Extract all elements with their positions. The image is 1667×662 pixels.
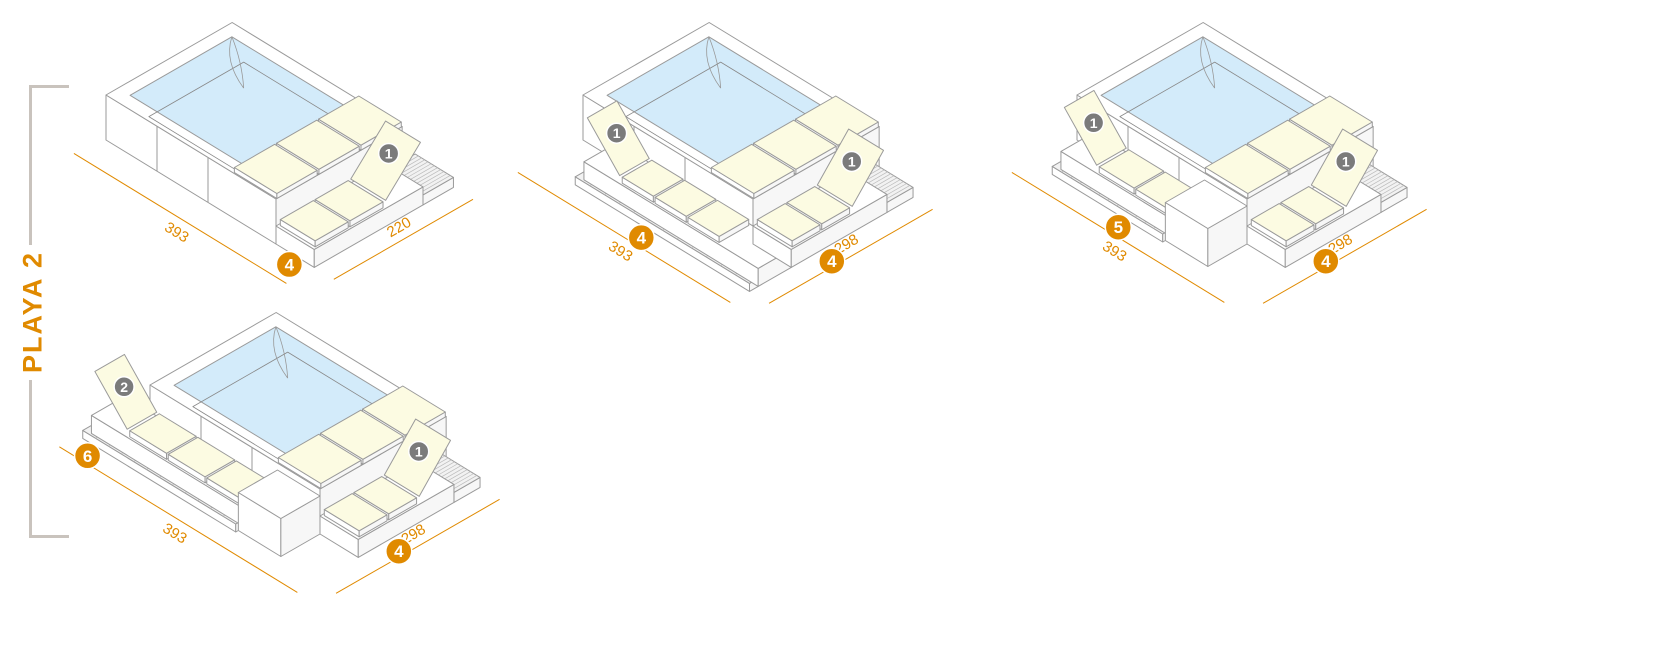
badge-value: 4 xyxy=(394,542,404,561)
cushion-top xyxy=(279,200,349,242)
dimension-short-line xyxy=(1262,208,1427,304)
cushion-top xyxy=(1204,143,1289,194)
dimension-long-line xyxy=(517,171,731,303)
cushion-top xyxy=(275,119,360,170)
dimension-short-line xyxy=(768,208,933,304)
quantity-badge: 4 xyxy=(275,250,304,279)
cushion-top xyxy=(167,436,236,478)
module-badge: 1 xyxy=(605,122,628,144)
badge-circle xyxy=(1334,150,1357,173)
badge-circle xyxy=(275,250,304,279)
quantity-badge: 6 xyxy=(73,442,102,470)
module-badge: 1 xyxy=(407,440,430,463)
dimension-short-line xyxy=(333,198,474,280)
quantity-badge: 4 xyxy=(385,537,413,565)
cushion-top xyxy=(361,385,446,436)
badge-circle xyxy=(113,376,135,398)
cushion-top xyxy=(277,433,362,484)
grate-slat xyxy=(450,475,478,491)
cushion-top xyxy=(794,95,879,146)
cushion-top xyxy=(1246,119,1331,170)
cushion-top xyxy=(687,199,750,237)
cushion-top xyxy=(756,203,821,242)
dimension-long-line xyxy=(73,152,287,284)
badge-circle xyxy=(377,142,400,165)
cushion-top xyxy=(319,409,404,460)
badge-value: 1 xyxy=(848,153,856,169)
module-badge: 2 xyxy=(113,376,135,398)
badge-value: 1 xyxy=(1090,115,1098,131)
pool-steps-icon xyxy=(273,326,289,379)
cushion-top xyxy=(1288,95,1373,146)
cushion-top xyxy=(1250,203,1315,242)
pool-steps-icon xyxy=(229,36,245,89)
cushion-top xyxy=(654,179,717,217)
badge-circle xyxy=(407,440,430,463)
cushion-top xyxy=(353,476,418,515)
cushion-top xyxy=(1098,149,1165,189)
pool-steps-icon xyxy=(1200,36,1216,89)
cushion-top xyxy=(233,143,318,194)
badge-value: 1 xyxy=(415,443,423,459)
badge-value: 4 xyxy=(827,252,837,271)
badge-value: 1 xyxy=(385,145,393,161)
quantity-badge: 4 xyxy=(818,247,846,275)
badge-value: 4 xyxy=(1321,252,1331,271)
module-badge: 1 xyxy=(377,142,400,165)
dimension-short-line xyxy=(335,498,500,594)
bracket-line-bottom xyxy=(29,380,69,538)
module-badge: 1 xyxy=(840,150,863,173)
badge-value: 4 xyxy=(285,256,295,275)
badge-circle xyxy=(73,442,102,470)
grate-slat xyxy=(419,175,451,194)
badge-value: 6 xyxy=(83,447,92,466)
badge-circle xyxy=(1312,247,1340,275)
badge-circle xyxy=(818,247,846,275)
bracket-line-top xyxy=(29,85,69,245)
badge-value: 1 xyxy=(1342,153,1350,169)
badge-circle xyxy=(840,150,863,173)
module-badge: 1 xyxy=(1082,112,1105,134)
badge-value: 2 xyxy=(120,379,128,395)
badge-circle xyxy=(1104,213,1133,241)
badge-circle xyxy=(627,223,656,252)
badge-circle xyxy=(1082,112,1105,134)
dimension-long-line xyxy=(59,446,298,593)
badge-circle xyxy=(385,537,413,565)
quantity-badge: 4 xyxy=(1312,247,1340,275)
quantity-badge: 4 xyxy=(627,223,656,252)
lounger-base-top xyxy=(1164,179,1248,229)
grate-slat xyxy=(1377,185,1405,201)
badge-value: 1 xyxy=(613,125,621,141)
quantity-badge: 5 xyxy=(1104,213,1133,241)
badge-value: 4 xyxy=(637,229,647,248)
cushion-top xyxy=(710,143,795,194)
pool-steps-icon xyxy=(706,36,722,89)
cushion-top xyxy=(1280,186,1345,225)
cushion-top xyxy=(323,493,388,532)
cushion-top xyxy=(752,119,837,170)
module-badge: 1 xyxy=(1334,150,1357,173)
lounger-base-top xyxy=(237,469,321,519)
grate-slat xyxy=(883,185,911,201)
cushion-top xyxy=(621,159,684,197)
badge-circle xyxy=(605,122,628,144)
badge-value: 5 xyxy=(1114,218,1123,237)
cushion-top xyxy=(129,413,197,454)
cushion-top xyxy=(314,180,384,222)
cushion-top xyxy=(786,186,851,225)
